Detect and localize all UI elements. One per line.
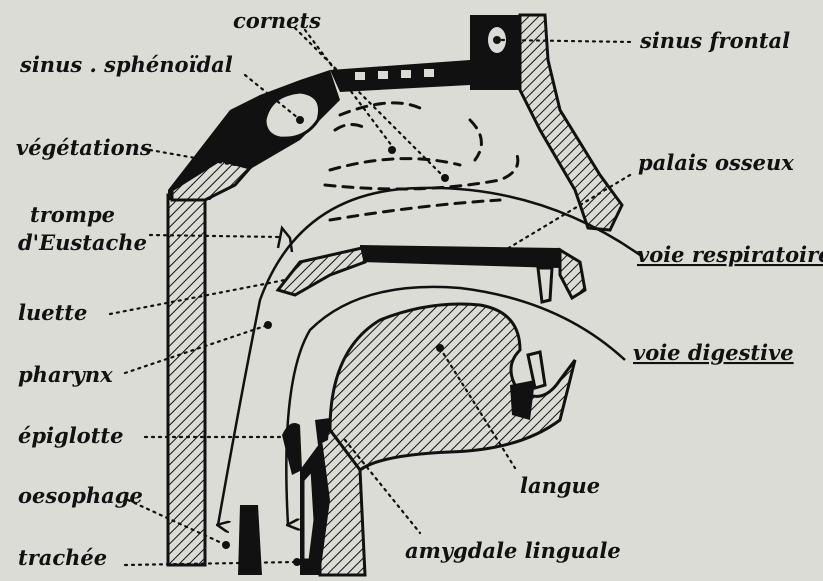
upper-lip	[560, 250, 585, 298]
epiglottis	[282, 423, 302, 475]
label-sinus-frontal: sinus frontal	[639, 28, 790, 53]
soft-palate	[278, 248, 365, 295]
turbinate-lower	[325, 150, 518, 189]
turbinate-middle	[330, 120, 481, 170]
label-langue: langue	[520, 473, 600, 498]
label-vegetations: végétations	[16, 135, 152, 160]
oesophagus	[238, 505, 262, 575]
label-luette: luette	[18, 300, 87, 325]
label-voie-respiratoire: voie respiratoire	[637, 242, 823, 267]
upper-incisor	[538, 268, 552, 302]
label-epiglotte: épiglotte	[18, 423, 123, 448]
label-cornets: cornets	[233, 8, 321, 33]
label-oesophage: oesophage	[18, 483, 143, 508]
turbinate-floor	[330, 200, 500, 220]
nasal-roof	[330, 60, 470, 92]
label-pharynx: pharynx	[18, 362, 113, 387]
label-trachee: trachée	[18, 545, 107, 570]
eustachian-opening	[278, 228, 292, 252]
hard-palate	[360, 245, 580, 268]
labels: cornets sinus frontal sinus . sphénoïdal…	[16, 8, 823, 570]
label-eustache: d'Eustache	[18, 230, 147, 255]
label-voie-digestive: voie digestive	[633, 340, 794, 365]
nose	[520, 15, 622, 230]
label-trompe: trompe	[30, 202, 115, 227]
label-amygdale-linguale: amygdale linguale	[405, 538, 621, 563]
label-palais-osseux: palais osseux	[638, 150, 794, 175]
label-sinus-sphenoidal: sinus . sphénoïdal	[19, 52, 233, 77]
posterior-wall	[168, 195, 205, 565]
